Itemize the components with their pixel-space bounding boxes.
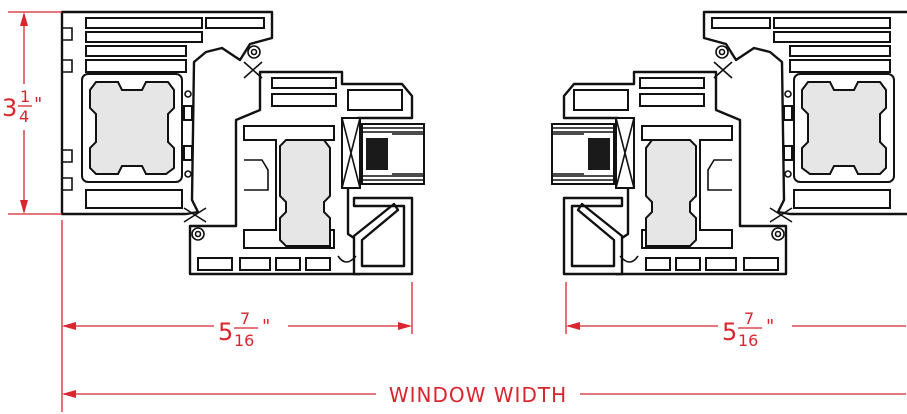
- left-width-denominator: 16: [234, 331, 254, 350]
- left-sash-chamber: [271, 93, 337, 107]
- left-width-numerator: 7: [240, 309, 250, 328]
- left-edge-clips: [62, 27, 73, 191]
- left-frame-bolt: [184, 90, 192, 98]
- height-unit: ": [34, 94, 42, 115]
- right-frame-section: [551, 10, 907, 276]
- left-frame-chamber: [85, 45, 187, 57]
- left-frame-bolt: [184, 170, 192, 178]
- left-drip-hook: [337, 255, 357, 263]
- left-width-unit: ": [262, 316, 270, 337]
- right-width-denominator: 16: [738, 331, 758, 350]
- left-sill-insert: [352, 196, 414, 276]
- height-whole: 3: [2, 94, 17, 122]
- left-sash-chamber: [275, 257, 301, 271]
- window-width-label: WINDOW WIDTH: [389, 383, 567, 407]
- dimension-left-section: 5 7 16 ": [61, 220, 413, 412]
- left-frame-slot: [183, 145, 193, 161]
- left-sash-chamber: [347, 89, 403, 111]
- left-frame-chamber: [85, 31, 203, 43]
- left-frame-section: [60, 10, 425, 276]
- left-frame-insulation: [89, 81, 175, 175]
- left-frame-slot: [183, 105, 193, 121]
- left-sash-chamber: [239, 257, 271, 271]
- left-sash-chamber: [271, 77, 337, 89]
- left-frame-chamber: [85, 17, 203, 29]
- dimension-frame-height: 3 1 4 ": [2, 11, 62, 215]
- dimension-right-section: 5 7 16 ": [565, 282, 906, 350]
- left-frame-chamber: [205, 17, 265, 29]
- left-glass-spacer: [366, 138, 388, 170]
- left-frame-chamber: [85, 189, 183, 209]
- left-top-gasket: [243, 45, 263, 79]
- left-glazing-bead-cross: [341, 117, 361, 189]
- right-width-numerator: 7: [744, 309, 754, 328]
- right-width-whole: 5: [722, 318, 737, 346]
- height-denominator: 4: [19, 107, 29, 126]
- right-width-unit: ": [766, 316, 774, 337]
- left-bottom-gasket: [183, 207, 207, 241]
- left-glass-panes: [362, 127, 424, 181]
- left-frame-chamber: [85, 59, 187, 73]
- left-sash-inner-wall: [244, 159, 269, 191]
- height-numerator: 1: [20, 87, 30, 106]
- dimension-window-width: WINDOW WIDTH: [62, 383, 906, 407]
- left-sash-chamber: [197, 257, 233, 271]
- left-width-whole: 5: [218, 318, 233, 346]
- left-sash-insulation: [279, 139, 331, 247]
- left-sash-chamber: [305, 257, 331, 271]
